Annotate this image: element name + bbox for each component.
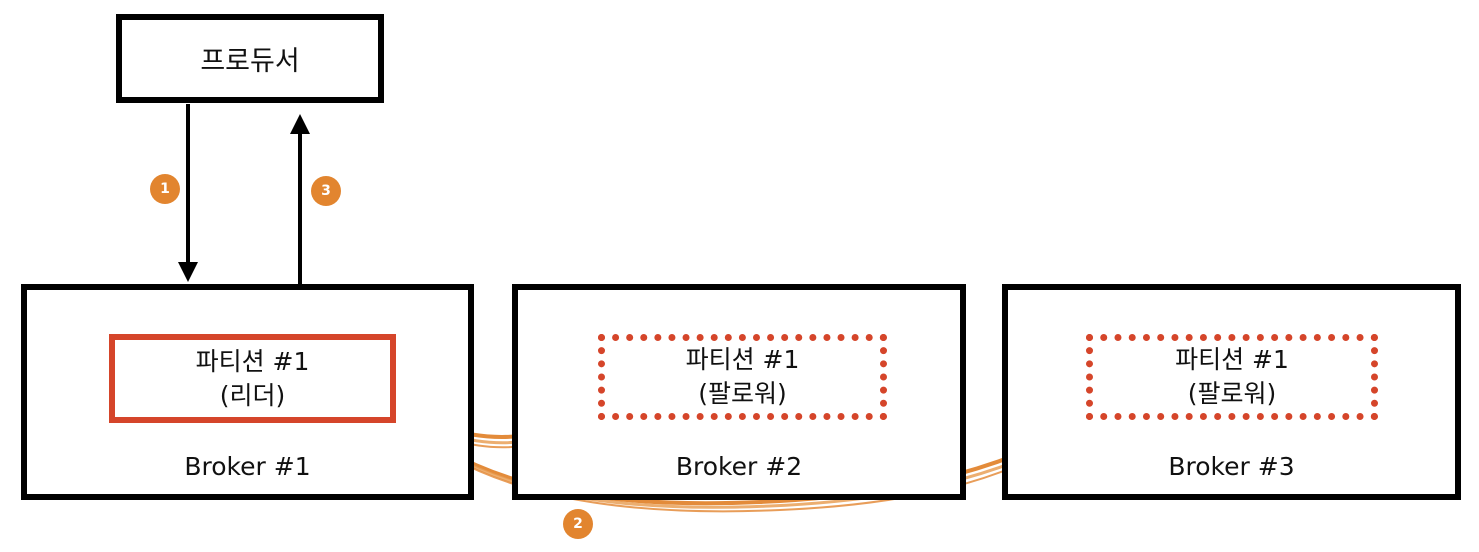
step-3-badge: 3 bbox=[311, 176, 341, 206]
follower-partition-box: 파티션 #1 (팔로워) bbox=[598, 334, 887, 420]
send-arrow bbox=[178, 104, 198, 282]
partition-title: 파티션 #1 bbox=[1175, 345, 1289, 374]
partition-role: (팔로워) bbox=[698, 379, 787, 408]
leader-partition-box: 파티션 #1 (리더) bbox=[109, 334, 396, 423]
ack-arrow bbox=[290, 114, 310, 284]
producer-label: 프로듀서 bbox=[200, 46, 300, 77]
step-2-badge: 2 bbox=[563, 509, 593, 539]
broker-3-label: Broker #3 bbox=[1168, 452, 1295, 481]
partition-role: (리더) bbox=[219, 380, 286, 410]
broker-2-label: Broker #2 bbox=[675, 452, 803, 481]
broker-1-label: Broker #1 bbox=[184, 452, 311, 481]
partition-title: 파티션 #1 bbox=[685, 345, 800, 374]
broker-1-box: 파티션 #1 (리더) Broker #1 bbox=[21, 284, 474, 500]
broker-3-box: 파티션 #1 (팔로워) Broker #3 bbox=[1002, 284, 1461, 500]
broker-2-box: 파티션 #1 (팔로워) Broker #2 bbox=[512, 284, 966, 500]
partition-title: 파티션 #1 bbox=[195, 346, 310, 376]
partition-role: (팔로워) bbox=[1187, 379, 1277, 408]
follower-partition-box: 파티션 #1 (팔로워) bbox=[1086, 334, 1378, 420]
producer-box: 프로듀서 bbox=[116, 14, 384, 103]
step-1-badge: 1 bbox=[150, 174, 180, 204]
